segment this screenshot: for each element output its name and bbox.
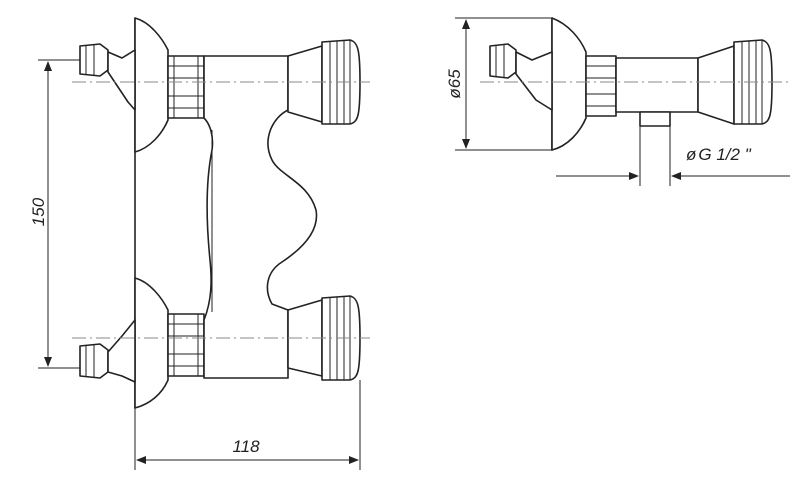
dimension-height: 150 [29,59,80,369]
lower-inlet-elbow [107,319,136,383]
top-view-inlet-elbow [515,51,553,111]
dimension-height-label: 150 [29,197,48,226]
lower-escutcheon [134,277,169,409]
upper-inlet-elbow [107,49,136,111]
mixer-body [203,55,318,379]
dimension-width: 118 [134,380,361,470]
upper-hex-nut [167,55,205,119]
diameter-symbol: ø [445,88,464,98]
top-view-body [615,57,699,113]
dimension-diameter: ø65 [445,17,552,151]
connection-value: G 1/2 " [698,145,751,164]
diameter-value: 65 [445,69,464,88]
top-view-inlet-nut [489,43,517,79]
top-view-outlet [639,111,671,127]
dimension-diameter-label: ø65 [445,69,464,99]
front-view: 150 118 [29,17,370,470]
top-view-escutcheon [551,17,587,151]
dimension-width-label: 118 [232,437,260,456]
connection-diameter-symbol: ø [686,145,696,164]
top-view-hex-nut [585,55,617,117]
upper-escutcheon [134,17,169,153]
lower-inlet [79,277,169,409]
lower-hex-nut [167,313,205,377]
upper-inlet [79,17,169,153]
